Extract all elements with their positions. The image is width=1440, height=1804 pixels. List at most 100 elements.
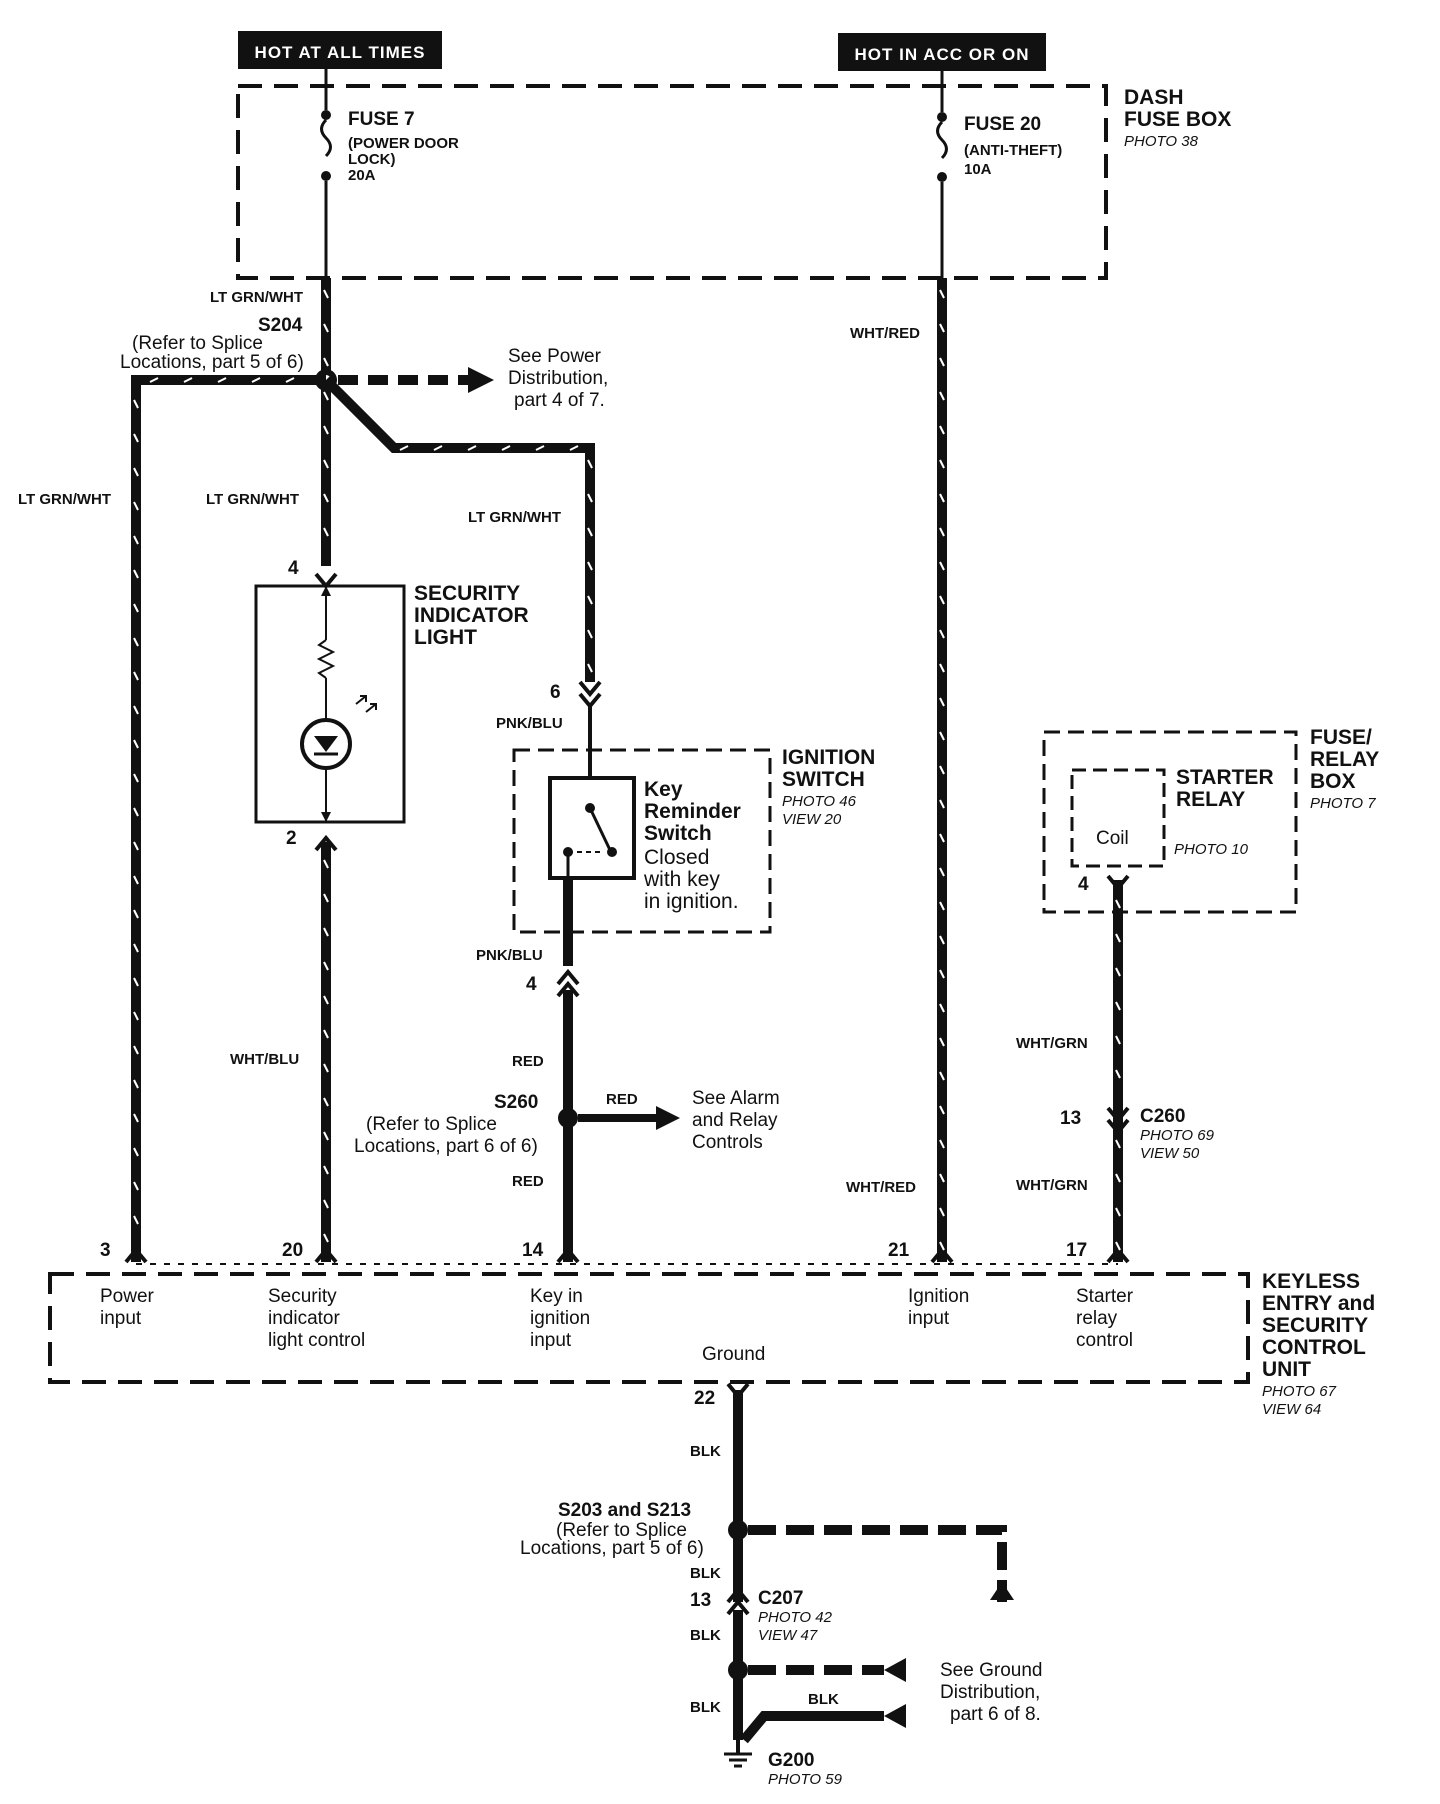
security-light-title-2: INDICATOR (414, 604, 529, 627)
fuse-relay-title-1: FUSE/ (1310, 726, 1372, 749)
wire-hatch (323, 1131, 329, 1141)
fuse-20-desc: (ANTI-THEFT) (964, 142, 1062, 159)
fuse-7 (320, 69, 332, 278)
wire-hatch (939, 697, 945, 707)
wire-hatch (939, 1105, 945, 1115)
fuse-7-desc-2: LOCK) (348, 151, 396, 168)
wire-hatch (939, 663, 945, 673)
wire-hatch (1115, 1207, 1121, 1217)
cu-photo: PHOTO 67 (1262, 1383, 1337, 1400)
wire-hatch (939, 629, 945, 639)
hot-always-header: HOT AT ALL TIMES (238, 31, 442, 69)
g200-photo: PHOTO 59 (768, 1771, 843, 1788)
svg-text:HOT AT ALL TIMES: HOT AT ALL TIMES (255, 43, 426, 62)
wire-hatch (939, 969, 945, 979)
wire-hatch (133, 875, 139, 885)
wire-label-wht-grn-1: WHT/GRN (1016, 1035, 1088, 1052)
key-switch-desc-3: in ignition. (644, 890, 739, 913)
wire-hatch (323, 459, 329, 469)
wire-hatch (133, 705, 139, 715)
splice-s260-ref-2: Locations, part 6 of 6) (354, 1136, 538, 1157)
cu-ign-label-1: Ignition (908, 1286, 969, 1307)
wire-label-red-3: RED (606, 1091, 638, 1108)
wire-label-lt-grn-wht-2: LT GRN/WHT (18, 491, 111, 508)
wire-hatch (133, 1181, 139, 1191)
ignition-pin-bottom: 4 (526, 974, 537, 995)
wire-hatch (323, 1063, 329, 1073)
c207-photo: PHOTO 42 (758, 1609, 833, 1626)
cu-key-label-2: ignition (530, 1308, 590, 1329)
splice-s203-ref-1: (Refer to Splice (556, 1520, 687, 1541)
security-light-title-3: LIGHT (414, 626, 477, 649)
wire-hatch (939, 1173, 945, 1183)
cu-title-3: SECURITY (1262, 1314, 1368, 1337)
wire-label-lt-grn-wht-3: LT GRN/WHT (206, 491, 299, 508)
fuse-20-rating: 10A (964, 161, 992, 178)
ignition-switch-photo: PHOTO 46 (782, 793, 857, 810)
wire-hatch (133, 807, 139, 817)
wire-hatch (1115, 967, 1121, 977)
wire-hatch (535, 445, 545, 451)
cu-key-label-3: input (530, 1330, 572, 1351)
wire-hatch (133, 1011, 139, 1021)
cu-ign-label-2: input (908, 1308, 950, 1329)
ground-ref-3: part 6 of 8. (950, 1704, 1041, 1725)
cu-title-2: ENTRY and (1262, 1292, 1375, 1315)
wire-hatch (939, 1003, 945, 1013)
wire-hatch (569, 445, 579, 451)
starter-relay-photo: PHOTO 10 (1174, 841, 1249, 858)
fuse-7-name: FUSE 7 (348, 109, 415, 130)
power-dist-ref-3: part 4 of 7. (514, 390, 605, 411)
wire-hatch (939, 1071, 945, 1081)
wire-hatch (587, 527, 593, 537)
wire-hatch (939, 357, 945, 367)
wire-hatch (939, 935, 945, 945)
fuse-7-desc-1: (POWER DOOR (348, 135, 459, 152)
splice-s203-ref-2: Locations, part 5 of 6) (520, 1538, 704, 1559)
wire-hatch (323, 961, 329, 971)
starter-relay-pin: 4 (1078, 874, 1089, 895)
wire-hatch (133, 637, 139, 647)
wire-hatch (323, 995, 329, 1005)
alarm-ref-1: See Alarm (692, 1088, 780, 1109)
wire-hatch (133, 909, 139, 919)
wire-hatch (939, 1207, 945, 1217)
wire-label-blk-2: BLK (690, 1565, 721, 1582)
wire-hatch (467, 445, 477, 451)
splice-s260-ref-1: (Refer to Splice (366, 1114, 497, 1135)
wire-hatch (323, 391, 329, 401)
wire-hatch (133, 1045, 139, 1055)
key-switch-label-2: Reminder (644, 800, 741, 823)
wire-hatch (323, 893, 329, 903)
cu-power-label-1: Power (100, 1286, 155, 1307)
dash-fuse-box-outline (236, 84, 1108, 280)
splice-s204-ref-2: Locations, part 5 of 6) (120, 352, 304, 373)
ignition-pin-top: 6 (550, 682, 561, 703)
ground-ref-2: Distribution, (940, 1682, 1040, 1703)
ground-splice-dot (728, 1660, 748, 1680)
wire-label-red-1: RED (512, 1053, 544, 1070)
wire-hatch (939, 391, 945, 401)
wire-hatch (133, 1079, 139, 1089)
splice-s260-name: S260 (494, 1092, 538, 1113)
wire-hatch (939, 799, 945, 809)
starter-relay-outline (1070, 768, 1166, 868)
alarm-ref-2: and Relay (692, 1110, 778, 1131)
wire-hatch (939, 833, 945, 843)
wire-hatch (501, 445, 511, 451)
starter-relay-title-1: STARTER (1176, 766, 1274, 789)
ignition-switch-title-1: IGNITION (782, 746, 875, 769)
wire-hatch (133, 739, 139, 749)
cu-starter-label-1: Starter (1076, 1286, 1134, 1307)
wire-label-blk-5: BLK (808, 1691, 839, 1708)
c207-name: C207 (758, 1588, 803, 1609)
wire-hatch (939, 867, 945, 877)
security-light-pin-top: 4 (288, 558, 299, 579)
wire-hatch (939, 1241, 945, 1251)
wire-hatch (939, 765, 945, 775)
wire-ground-branch-2 (740, 1711, 884, 1744)
cu-starter-label-3: control (1076, 1330, 1133, 1351)
wire-hatch (587, 629, 593, 639)
c260-pin: 13 (1060, 1108, 1081, 1129)
